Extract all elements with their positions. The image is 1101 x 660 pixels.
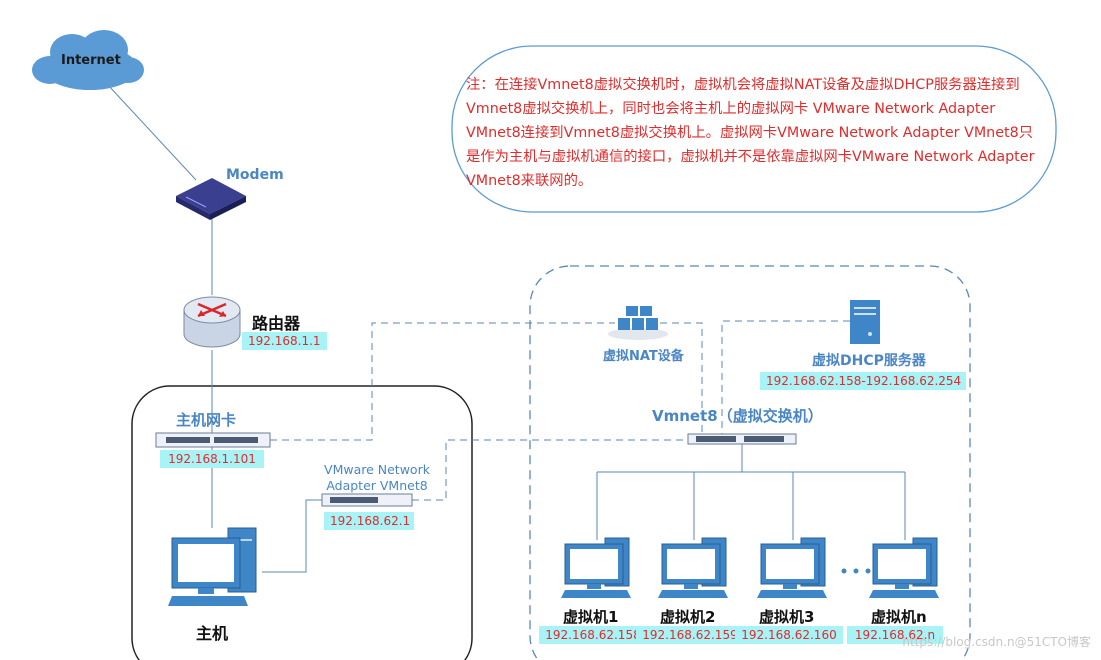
vm-ip: 192.168.62.159	[636, 626, 744, 644]
virtual-boundary	[529, 265, 971, 660]
router-label: 路由器	[252, 314, 301, 333]
nat-label: 虚拟NAT设备	[603, 349, 684, 364]
watermark: https://blog.csdn.n@51CTO博客	[902, 635, 1091, 649]
host-nic-label: 主机网卡	[176, 411, 237, 429]
dhcp-ip: 192.168.62.158-192.168.62.254	[760, 372, 966, 390]
vm-computer-icon	[757, 537, 827, 598]
host-label: 主机	[196, 624, 229, 643]
modem-label: Modem	[226, 167, 284, 183]
host-computer-icon	[168, 527, 257, 606]
switch-icon	[687, 433, 797, 445]
note-text: 注：在连接Vmnet8虚拟交换机时，虚拟机会将虚拟NAT设备及虚拟DHCP服务器…	[466, 77, 1035, 189]
dashed-links	[270, 320, 850, 501]
host-nic-icon	[155, 432, 271, 448]
modem-icon	[176, 178, 246, 220]
note-bubble	[451, 45, 1057, 213]
vm-ip: 192.168.62.n	[847, 626, 943, 644]
internet-label: Internet	[61, 53, 121, 68]
vmnet8-adapter-ip: 192.168.62.1	[324, 512, 414, 530]
switch-label: Vmnet8（虚拟交换机）	[652, 407, 823, 425]
vm-label: 虚拟机n	[871, 608, 927, 626]
vmnet8-adapter-icon	[321, 493, 413, 507]
dhcp-label: 虚拟DHCP服务器	[812, 353, 926, 369]
vm-label: 虚拟机3	[759, 608, 815, 626]
internet-cloud-icon	[32, 30, 144, 90]
router-icon	[183, 296, 241, 348]
vm-computer-icon	[561, 537, 631, 598]
vm-label: 虚拟机1	[563, 608, 619, 626]
vm-ellipsis	[841, 568, 871, 574]
router-ip: 192.168.1.1	[242, 332, 327, 350]
vm-ip: 192.168.62.158	[539, 626, 647, 644]
host-boundary	[131, 385, 473, 660]
vm-label: 虚拟机2	[660, 608, 716, 626]
vmnet8-adapter-label: VMware Network Adapter VMnet8	[324, 462, 430, 493]
solid-links	[107, 84, 906, 573]
dhcp-server-icon	[850, 300, 880, 344]
host-nic-ip: 192.168.1.101	[160, 450, 264, 468]
vm-ip: 192.168.62.160	[735, 626, 843, 644]
nat-device-icon	[608, 306, 668, 340]
vm-computer-icons	[561, 537, 939, 598]
vm-computer-icon	[658, 537, 728, 598]
vm-computer-icon	[869, 537, 939, 598]
